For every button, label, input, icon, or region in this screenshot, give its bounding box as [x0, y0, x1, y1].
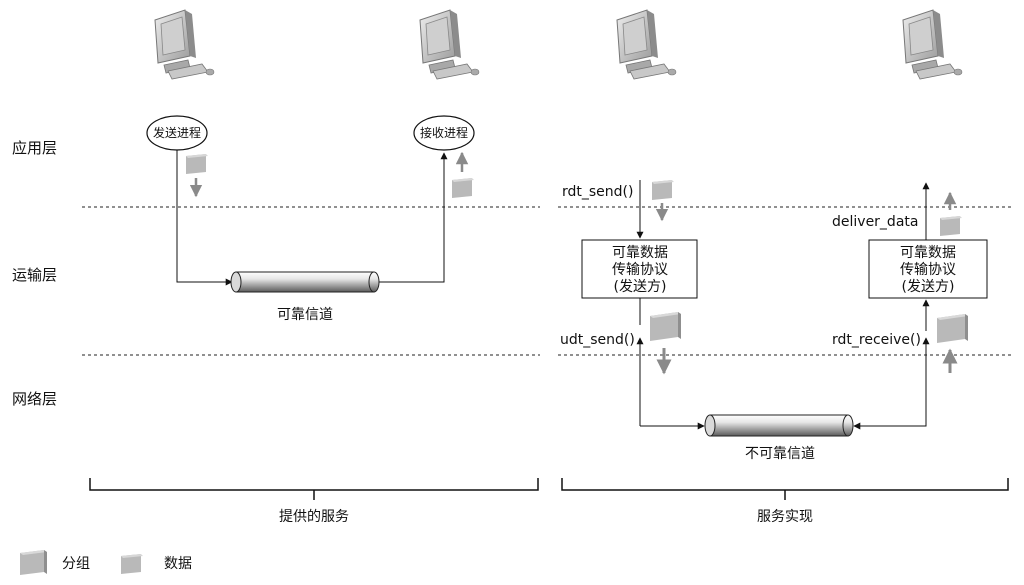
udt-send-label: udt_send(): [560, 332, 635, 348]
rdt-receive-label: rdt_receive(): [832, 332, 921, 348]
computer-icon: [419, 9, 480, 80]
recv-process-label: 接收进程: [420, 125, 468, 140]
receiver-box-line: 传输协议: [900, 262, 956, 278]
send-path: [176, 150, 233, 286]
data-icon: [940, 191, 962, 236]
right-bracket: [561, 478, 1009, 491]
send-process-label: 发送进程: [153, 125, 201, 140]
receiver-box-line: 可靠数据: [900, 245, 956, 261]
packet-icon: [937, 314, 968, 373]
receiver-box-line: (发送方): [902, 279, 955, 295]
sender-box-line: (发送方): [614, 279, 667, 295]
layer-label-application: 应用层: [12, 139, 57, 157]
layer-label-transport: 运输层: [12, 266, 57, 284]
sender-box-line: 可靠数据: [612, 245, 668, 261]
recv-process-node: [413, 115, 475, 151]
data-icon: [121, 554, 143, 574]
unreliable-channel-label: 不可靠信道: [745, 446, 815, 462]
computer-icon: [902, 9, 963, 80]
data-icon: [186, 154, 208, 198]
data-icon: [652, 180, 674, 222]
data-icon: [452, 151, 474, 198]
packet-icon: [650, 312, 681, 375]
reliable-channel-label: 可靠信道: [277, 307, 333, 323]
computer-icon: [616, 9, 677, 80]
left-bracket: [89, 478, 539, 491]
legend-packet-label: 分组: [62, 556, 90, 572]
legend-data-label: 数据: [164, 556, 192, 572]
layer-label-network: 网络层: [12, 390, 57, 408]
pipe-icon: [704, 414, 854, 437]
computer-icon: [154, 9, 215, 80]
pipe-icon: [230, 271, 380, 293]
network-path-recv: [854, 337, 930, 427]
sender-box-line: 传输协议: [612, 262, 668, 278]
packet-icon: [20, 550, 47, 575]
recv-path: [378, 152, 448, 283]
receiver-protocol-box: [868, 239, 988, 299]
rdt-send-label: rdt_send(): [562, 184, 633, 200]
service-implementation-caption: 服务实现: [757, 509, 813, 525]
deliver-data-label: deliver_data: [832, 214, 918, 230]
service-provided-caption: 提供的服务: [279, 509, 349, 525]
